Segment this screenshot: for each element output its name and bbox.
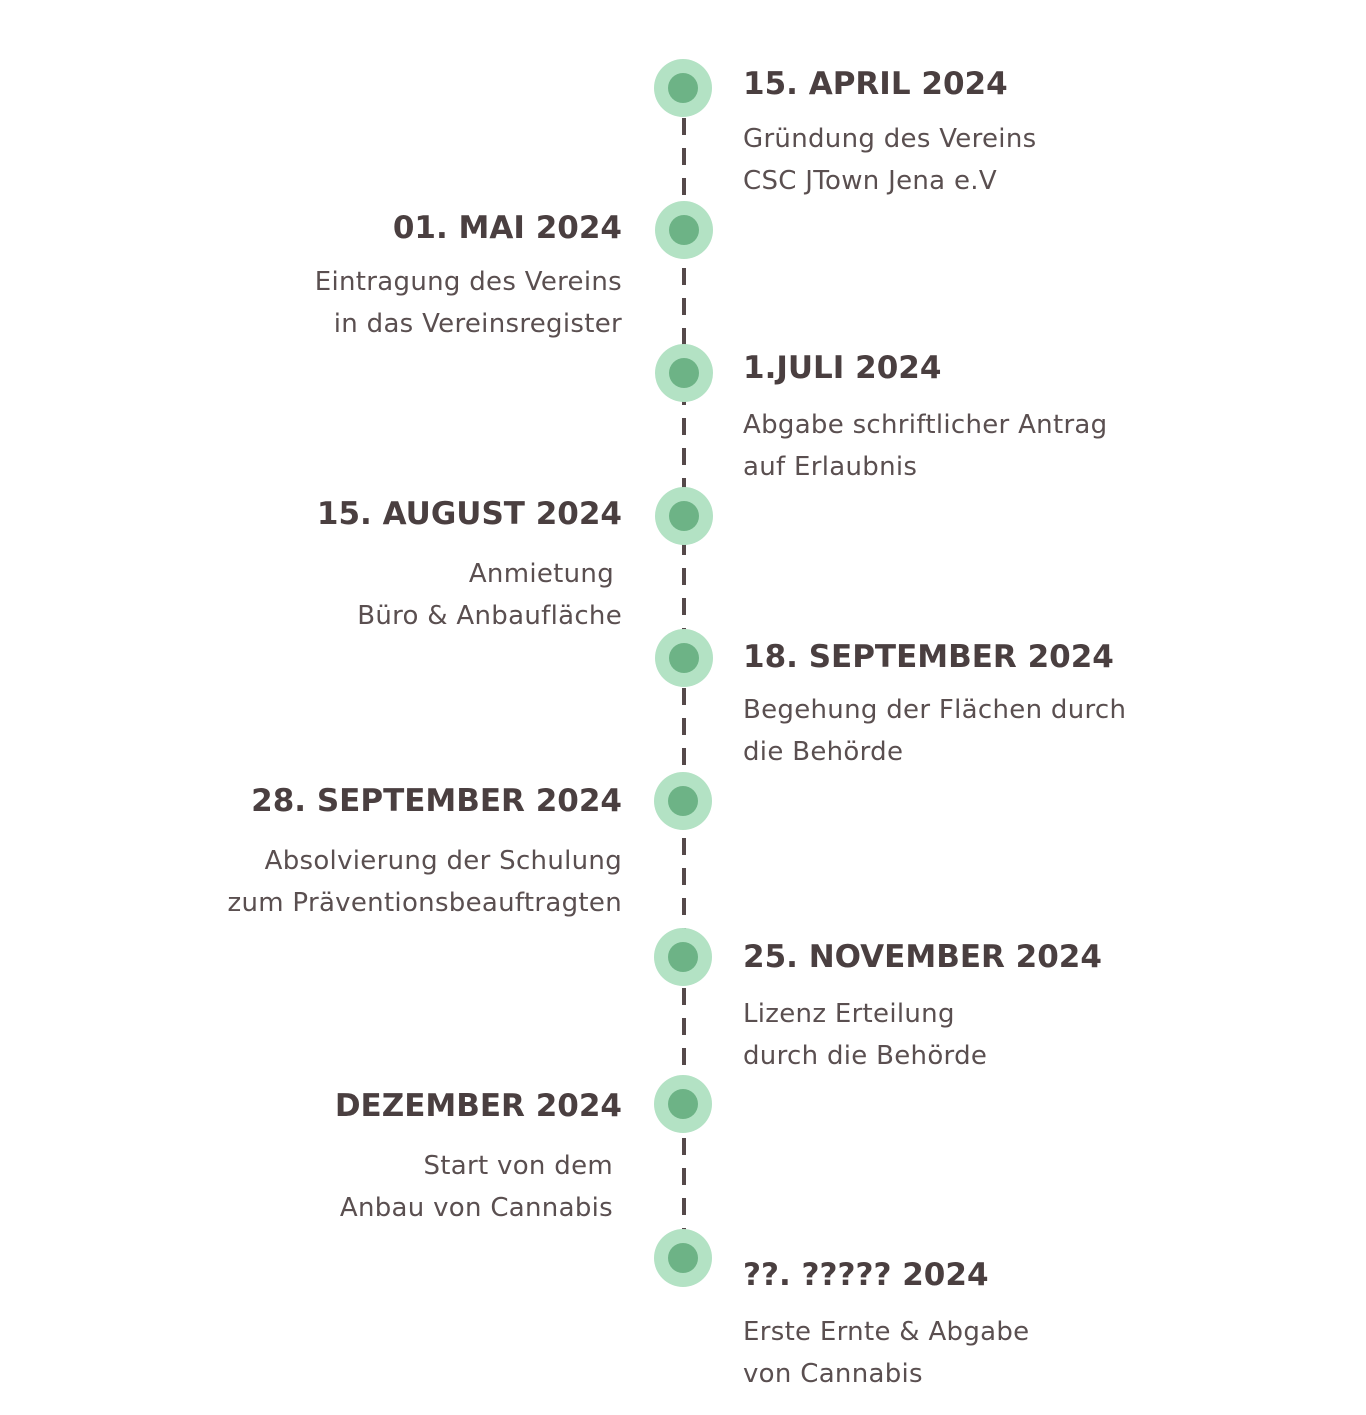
event-date: DEZEMBER 2024 [334, 1088, 622, 1124]
event-description: Begehung der Flächen durch die Behörde [743, 689, 1126, 773]
event-description-line: zum Präventionsbeauftragten [227, 888, 622, 918]
event-date: 28. SEPTEMBER 2024 [251, 783, 622, 819]
event-date: 15. AUGUST 2024 [316, 496, 622, 532]
event-description-line: CSC JTown Jena e.V [743, 166, 997, 196]
event-description: Abgabe schriftlicher Antrag auf Erlaubni… [743, 404, 1107, 488]
timeline-node-core [668, 73, 698, 103]
event-date: 1.JULI 2024 [743, 350, 942, 386]
event-description-line: Gründung des Vereins [743, 124, 1037, 154]
event-description-line: Absolvierung der Schulung [264, 846, 622, 876]
timeline-node-core [668, 942, 698, 972]
event-description-line: durch die Behörde [743, 1041, 988, 1071]
event-description-line: Eintragung des Vereins [314, 267, 622, 297]
timeline-node [655, 487, 713, 545]
timeline-node-core [669, 643, 699, 673]
timeline-node [654, 1229, 712, 1287]
timeline-node-core [668, 1089, 698, 1119]
event-description: Absolvierung der Schulung zum Prävention… [228, 840, 622, 924]
timeline-node-core [669, 215, 699, 245]
event-description: Start von dem Anbau von Cannabis [340, 1145, 622, 1229]
event-date: ??. ????? 2024 [743, 1257, 989, 1293]
event-date: 01. MAI 2024 [392, 210, 622, 246]
timeline-node-core [668, 1243, 698, 1273]
timeline-node [655, 629, 713, 687]
event-description-line: von Cannabis [743, 1359, 923, 1389]
event-description-line: die Behörde [743, 737, 904, 767]
event-description-line: Büro & Anbaufläche [357, 601, 622, 631]
event-description-line: Anmietung [468, 559, 614, 589]
event-description: Lizenz Erteilung durch die Behörde [743, 993, 987, 1077]
event-date: 25. NOVEMBER 2024 [743, 939, 1102, 975]
timeline-node [655, 201, 713, 259]
event-description-line: Start von dem [423, 1151, 613, 1181]
event-description-line: in das Vereinsregister [333, 309, 622, 339]
timeline-node-core [669, 501, 699, 531]
event-description: Eintragung des Vereins in das Vereinsreg… [315, 261, 622, 345]
timeline-node-core [668, 786, 698, 816]
event-description-line: Begehung der Flächen durch [743, 695, 1127, 725]
event-description: Anmietung Büro & Anbaufläche [357, 553, 622, 637]
event-description-line: auf Erlaubnis [743, 452, 918, 482]
event-description: Erste Ernte & Abgabe von Cannabis [743, 1311, 1029, 1395]
event-description-line: Abgabe schriftlicher Antrag [743, 410, 1108, 440]
timeline-node [654, 59, 712, 117]
timeline-node [654, 928, 712, 986]
timeline-node [654, 1075, 712, 1133]
event-description-line: Anbau von Cannabis [339, 1193, 613, 1223]
timeline-node-core [669, 358, 699, 388]
timeline-node [655, 344, 713, 402]
event-description-line: Erste Ernte & Abgabe [743, 1317, 1030, 1347]
timeline-node [654, 772, 712, 830]
event-date: 18. SEPTEMBER 2024 [743, 639, 1114, 675]
event-date: 15. APRIL 2024 [743, 66, 1008, 102]
event-description: Gründung des Vereins CSC JTown Jena e.V [743, 118, 1036, 202]
event-description-line: Lizenz Erteilung [743, 999, 955, 1029]
